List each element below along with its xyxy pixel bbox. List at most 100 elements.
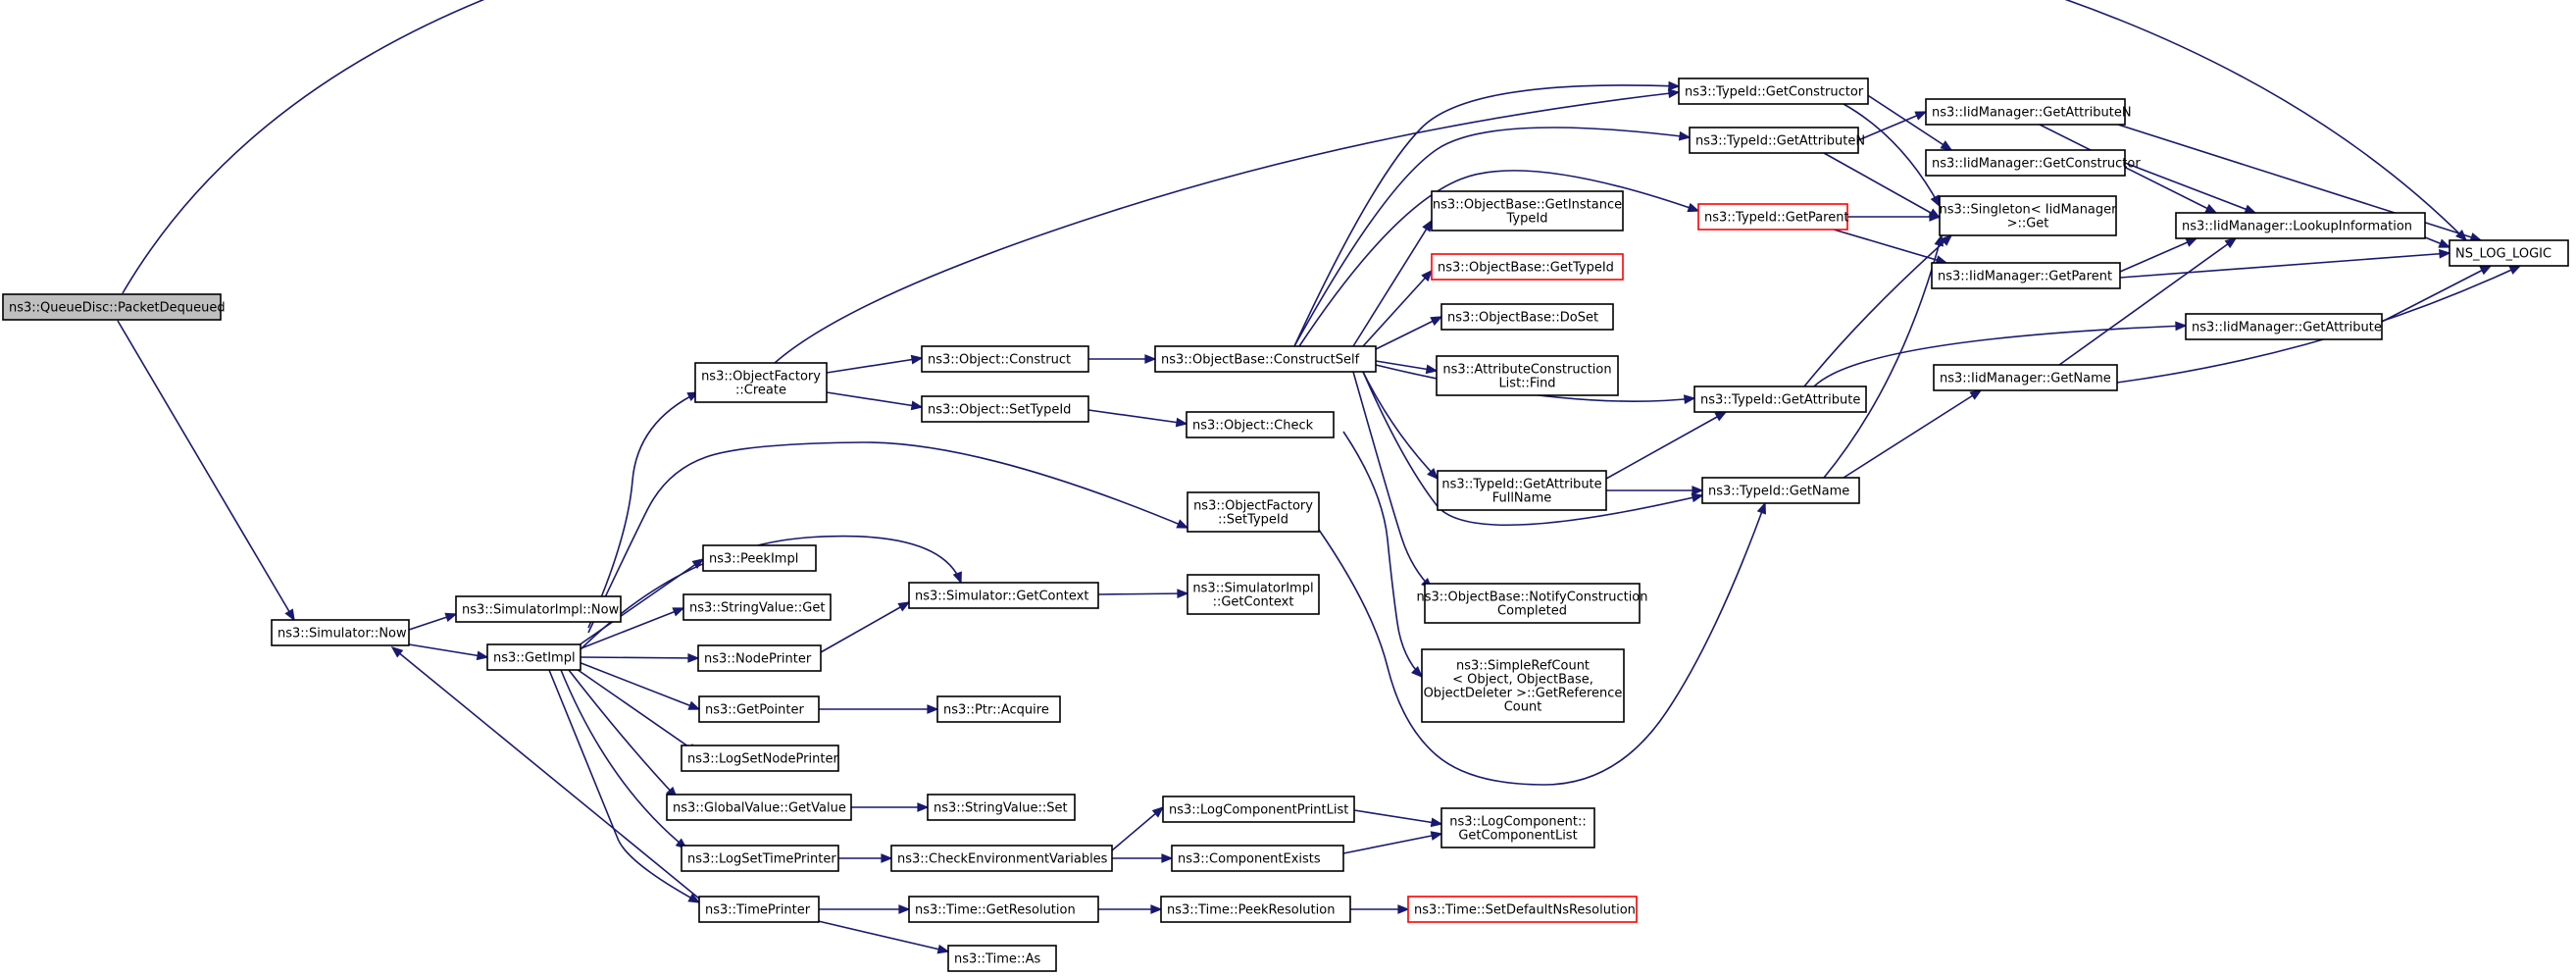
node-nslog[interactable]: NS_LOG_LOGIC [2449,239,2569,267]
node-obgettid[interactable]: ns3::ObjectBase::GetTypeId [1431,253,1624,281]
node-obcs[interactable]: ns3::ObjectBase::ConstructSelf [1154,345,1377,373]
node-iidgetctor[interactable]: ns3::IidManager::GetConstructor [1925,149,2141,177]
node-ofcreate[interactable]: ns3::ObjectFactory::Create [694,362,828,403]
edge-getimpl-to-ofcreate [587,391,700,629]
node-label: ns3::QueueDisc::PacketDequeued [9,301,226,316]
node-label: ns3::NodePrinter [704,652,812,667]
node-iidgetname[interactable]: ns3::IidManager::GetName [1933,364,2118,391]
edge-obcs-to-obgetinst [1352,219,1433,347]
node-simimplctx[interactable]: ns3::SimulatorImpl::GetContext [1187,574,1320,615]
node-label: ns3::TypeId::GetParent [1704,211,1849,226]
node-timeas[interactable]: ns3::Time::As [947,945,1057,972]
node-label: ns3::GetImpl [493,651,576,666]
edge-obcs-to-tidgetattr [1375,364,1696,405]
node-label: ns3::ObjectFactory [701,370,821,385]
node-simplerc[interactable]: ns3::SimpleRefCount< Object, ObjectBase,… [1421,648,1625,723]
edge-getimpl-to-gvgetvalue [568,669,679,799]
node-iidgetattrn[interactable]: ns3::IidManager::GetAttributeN [1925,98,2132,126]
node-root[interactable]: ns3::QueueDisc::PacketDequeued [2,293,226,321]
node-getimpl[interactable]: ns3::GetImpl [486,643,581,671]
node-label: ns3::Object::Construct [928,353,1071,368]
node-timepeekres[interactable]: ns3::Time::PeekResolution [1160,896,1351,923]
node-label: ::Create [735,384,786,398]
node-label: ns3::IidManager::GetParent [1938,270,2112,284]
node-simimplnow[interactable]: ns3::SimulatorImpl::Now [455,595,622,623]
edge-getimpl-to-getpointer [578,661,701,710]
node-logsettime[interactable]: ns3::LogSetTimePrinter [681,845,839,872]
node-singleton[interactable]: ns3::Singleton< IidManager>::Get [1939,195,2117,236]
edge-getimpl-to-strget [578,607,685,650]
node-logcpl[interactable]: ns3::LogComponentPrintList [1162,796,1355,823]
node-label: ns3::Time::As [954,952,1041,967]
node-label: ns3::LogComponent:: [1449,815,1587,830]
node-tidgetattrn[interactable]: ns3::TypeId::GetAttributeN [1689,127,1865,154]
node-label: ns3::SimpleRefCount [1456,659,1590,674]
node-objcheck[interactable]: ns3::Object::Check [1186,411,1335,438]
node-label: ns3::Time::PeekResolution [1167,903,1335,918]
edge-ofsettid-to-tidgetname [1318,501,1766,786]
node-ofsettid[interactable]: ns3::ObjectFactory::SetTypeId [1187,491,1320,533]
node-label: ns3::TimePrinter [705,903,811,918]
node-lcgetlist[interactable]: ns3::LogComponent::GetComponentList [1440,807,1595,848]
edge-obcs-to-acfind [1375,360,1439,375]
edge-obcs-to-tidgetparent [1298,170,1700,347]
edge-timepeekres-to-timesetdef [1350,904,1410,914]
node-strget[interactable]: ns3::StringValue::Get [682,593,832,621]
edge-obcs-to-tidgetattrn [1293,127,1692,347]
node-tidgetparent[interactable]: ns3::TypeId::GetParent [1697,203,1849,231]
edge-tidgetattrfull-to-tidgetname [1606,486,1704,495]
node-peekimpl[interactable]: ns3::PeekImpl [702,544,817,572]
edge-checkenv-to-logcpl [1111,805,1165,851]
node-label: ::SetTypeId [1218,513,1288,528]
node-timegetres[interactable]: ns3::Time::GetResolution [908,896,1099,923]
node-label: ns3::GetPointer [705,703,804,718]
edge-tidgetparent-to-iidgetparent [1833,229,1948,265]
edge-logcpl-to-lcgetlist [1353,809,1443,828]
node-label: ns3::Singleton< IidManager [1939,203,2117,218]
node-timeprinter[interactable]: ns3::TimePrinter [698,896,820,923]
edge-ofcreate-to-tidgetctor [774,88,1681,364]
node-tidgetctor[interactable]: ns3::TypeId::GetConstructor [1678,77,1869,105]
node-objconstruct[interactable]: ns3::Object::Construct [921,345,1089,373]
node-label: ns3::TypeId::GetConstructor [1685,85,1864,100]
edge-objconstruct-to-obcs [1088,354,1157,364]
edge-ofcreate-to-objsettypeid [826,391,924,411]
node-label: FullName [1492,491,1552,506]
node-label: ns3::IidManager::GetConstructor [1932,157,2141,172]
node-obdoset[interactable]: ns3::ObjectBase::DoSet [1440,303,1614,331]
node-getpointer[interactable]: ns3::GetPointer [698,695,820,723]
edge-root-to-simnow [117,320,295,622]
edge-getimpl-to-ofsettid [587,441,1189,634]
node-tidgetattr[interactable]: ns3::TypeId::GetAttribute [1693,385,1867,413]
node-tidgetname[interactable]: ns3::TypeId::GetName [1701,477,1860,504]
node-iidlookup[interactable]: ns3::IidManager::LookupInformation [2175,212,2426,239]
node-nodeprinter[interactable]: ns3::NodePrinter [697,644,822,672]
edge-obcs-to-tidgetattrfull [1362,371,1440,481]
node-label: ns3::ObjectBase::GetTypeId [1438,261,1614,276]
node-label: ns3::LogComponentPrintList [1169,803,1348,818]
edge-getimpl-to-logsetnode [573,666,700,754]
edge-iidlookup-to-nslog [2424,236,2451,248]
node-obnotify[interactable]: ns3::ObjectBase::NotifyConstructionCompl… [1417,583,1648,624]
node-simgetctx[interactable]: ns3::Simulator::GetContext [908,582,1099,609]
node-iidgetattr[interactable]: ns3::IidManager::GetAttribute [2185,313,2383,340]
node-objsettypeid[interactable]: ns3::Object::SetTypeId [921,395,1089,423]
edge-getimpl-to-nodeprinter [580,653,700,663]
node-logsetnode[interactable]: ns3::LogSetNodePrinter [681,745,839,772]
node-ptracquire[interactable]: ns3::Ptr::Acquire [936,695,1061,723]
edge-compexists-to-lcgetlist [1342,831,1443,854]
node-label: ns3::TypeId::GetAttribute [1441,478,1601,492]
edge-simgetctx-to-simimplctx [1097,589,1189,599]
node-timesetdef[interactable]: ns3::Time::SetDefaultNsResolution [1407,896,1638,923]
node-strset[interactable]: ns3::StringValue::Set [927,794,1076,821]
node-simnow[interactable]: ns3::Simulator::Now [271,619,410,646]
edge-logsettime-to-checkenv [838,853,893,863]
node-checkenv[interactable]: ns3::CheckEnvironmentVariables [890,845,1113,872]
edge-gvgetvalue-to-strset [851,802,930,812]
node-iidgetparent[interactable]: ns3::IidManager::GetParent [1931,262,2121,289]
node-gvgetvalue[interactable]: ns3::GlobalValue::GetValue [666,794,852,821]
node-compexists[interactable]: ns3::ComponentExists [1171,845,1344,872]
